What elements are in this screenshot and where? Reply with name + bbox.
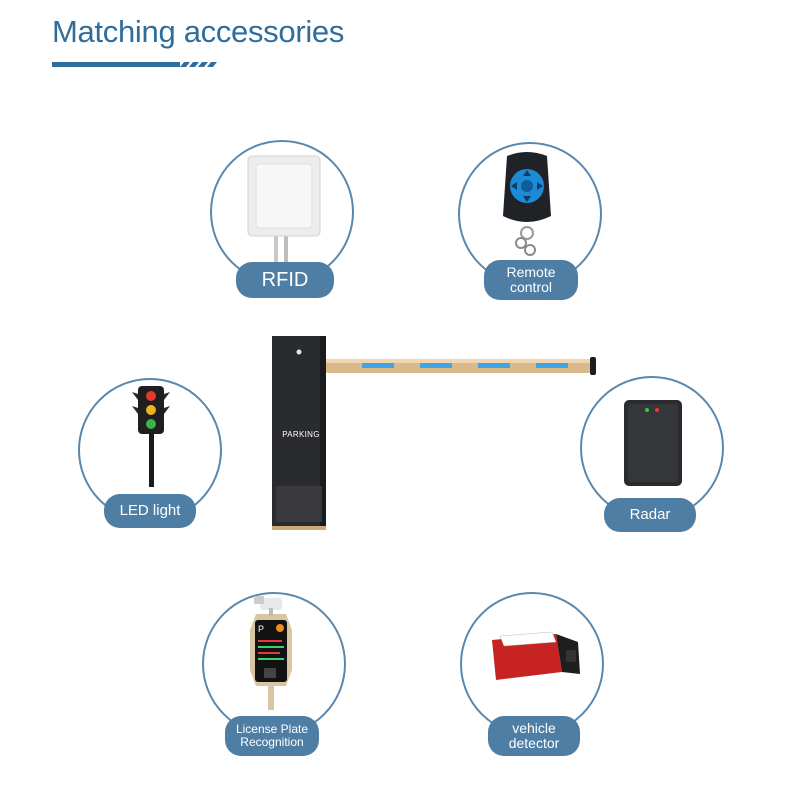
vehicle-label: vehicle detector: [488, 716, 580, 756]
remote-label: Remote control: [484, 260, 578, 300]
svg-text:P: P: [258, 624, 264, 634]
license-plate-camera-icon: P: [250, 596, 292, 710]
remote-control-icon: [503, 152, 551, 256]
rfid-antenna-icon: [247, 155, 321, 265]
rfid-label: RFID: [236, 262, 334, 298]
lpr-label: License Plate Recognition: [225, 716, 319, 756]
page-title: Matching accessories: [52, 14, 345, 49]
barrier-panel-text: PARKING: [282, 430, 320, 439]
led-label: LED light: [104, 494, 196, 528]
radar-sensor-icon: [624, 400, 682, 486]
traffic-light-icon: [132, 386, 170, 487]
barrier-gate-icon: [272, 336, 596, 530]
radar-label: Radar: [604, 498, 696, 532]
vehicle-detector-icon: [492, 631, 580, 680]
title-underline: [52, 62, 217, 67]
